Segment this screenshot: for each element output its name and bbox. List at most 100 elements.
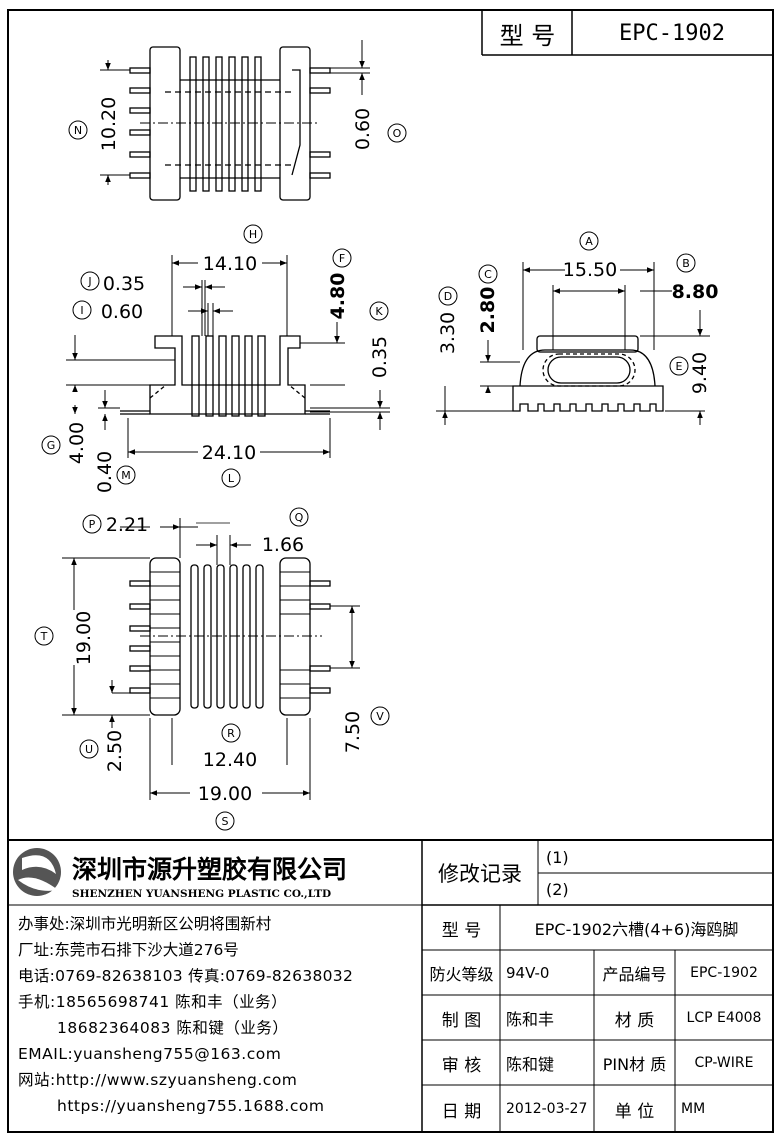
- dim-n: [68, 60, 130, 185]
- dim-q: [196, 507, 309, 565]
- dim-e: [665, 356, 705, 425]
- unit-label: 单 位: [614, 1101, 655, 1122]
- dim-c-value: 2.80: [477, 286, 499, 334]
- dim-d-letter: D: [443, 289, 453, 303]
- dim-f-value: 4.80: [327, 272, 349, 320]
- dim-r-letter: R: [227, 726, 235, 740]
- dim-i-value: 0.60: [100, 301, 144, 323]
- dim-k: [310, 301, 390, 430]
- unit-value: MM: [681, 1101, 706, 1117]
- email[interactable]: EMAIL:yuansheng755@163.com: [18, 1045, 282, 1063]
- dim-o-letter: O: [392, 126, 402, 140]
- dim-s: [149, 718, 311, 831]
- dim-p: [82, 514, 198, 558]
- checked-by-value: 陈和键: [506, 1055, 555, 1074]
- dim-a: [522, 231, 655, 350]
- company-name-en: SHENZHEN YUANSHENG PLASTIC CO.,LTD: [72, 888, 332, 900]
- dim-m-letter: M: [121, 468, 131, 482]
- dim-m-value: 0.40: [94, 450, 116, 494]
- dim-g-letter: G: [46, 438, 56, 452]
- dim-d: [436, 286, 513, 425]
- dim-t-letter: T: [40, 629, 48, 643]
- bottom-right-ribs: [280, 571, 310, 699]
- dim-d-value: 3.30: [437, 311, 459, 355]
- dim-f-letter: F: [338, 251, 346, 265]
- dim-l-value: 24.10: [201, 442, 257, 464]
- dim-h-letter: H: [248, 227, 258, 241]
- phone-fax: 电话:0769-82638103 传真:0769-82638032: [18, 967, 354, 985]
- drawn-by-label: 制 图: [441, 1010, 482, 1031]
- dim-v: [330, 605, 390, 726]
- dim-j-letter: J: [88, 274, 92, 288]
- dim-t-value: 19.00: [73, 610, 95, 666]
- material-label: 材 质: [614, 1010, 655, 1031]
- dim-e-value: 9.40: [689, 351, 711, 395]
- top-view: [129, 46, 331, 201]
- fire-rating-label: 防火等级: [429, 965, 494, 984]
- office-address: 办事处:深圳市光明新区公明将围新村: [18, 915, 272, 933]
- top-view-fins: [189, 56, 262, 192]
- dim-r: [171, 718, 288, 765]
- dim-u-letter: U: [84, 742, 94, 756]
- revision-2: (2): [546, 879, 569, 899]
- dim-o-value: 0.60: [352, 107, 374, 151]
- dim-l-letter: L: [227, 471, 235, 485]
- side-view: [512, 335, 664, 412]
- website[interactable]: 网站:http://www.szyuansheng.com: [18, 1071, 298, 1089]
- dim-k-letter: K: [375, 304, 383, 318]
- dim-o: [330, 40, 407, 143]
- website-2[interactable]: https://yuansheng755.1688.com: [57, 1097, 325, 1115]
- mobile-1: 手机:18565698741 陈和丰（业务）: [18, 993, 288, 1011]
- front-view-fins: [191, 335, 266, 417]
- dim-l: [127, 418, 331, 488]
- dim-m: [98, 390, 136, 485]
- bottom-view-pins-left: [129, 580, 151, 694]
- dim-a-letter: A: [585, 234, 593, 248]
- dim-j-value: 0.35: [102, 273, 146, 295]
- dim-u-value: 2.50: [104, 729, 126, 773]
- title-block-header: [481, 10, 773, 56]
- dim-t: [34, 557, 150, 716]
- side-window: [547, 356, 631, 384]
- dim-p-letter: P: [88, 517, 96, 531]
- pin-material-label: PIN材 质: [602, 1055, 667, 1074]
- dim-u: [79, 680, 130, 759]
- dim-k-value: 0.35: [369, 335, 391, 379]
- bottom-view-pins-right: [309, 580, 331, 694]
- checked-by-label: 审 核: [441, 1055, 482, 1076]
- dim-b-value: 8.80: [671, 281, 719, 303]
- dim-i: [72, 300, 233, 336]
- bottom-left-ribs: [150, 571, 180, 699]
- dim-p-value: 2.21: [105, 514, 149, 536]
- dim-f: [66, 248, 352, 361]
- date-value: 2012-03-27: [506, 1101, 588, 1117]
- date-label: 日 期: [441, 1101, 482, 1122]
- dim-e-letter: E: [675, 359, 683, 373]
- dim-a-value: 15.50: [562, 259, 618, 281]
- spec-model-label: 型 号: [441, 920, 482, 941]
- spec-model-value: EPC-1902六槽(4+6)海鸥脚: [534, 920, 739, 939]
- dim-r-value: 12.40: [202, 749, 258, 771]
- dim-g: [41, 384, 150, 455]
- front-view: [120, 335, 330, 417]
- company-logo: [13, 848, 61, 896]
- drawn-by-value: 陈和丰: [506, 1010, 555, 1029]
- product-number-label: 产品编号: [602, 965, 667, 984]
- header-model-value: EPC-1902: [619, 20, 725, 46]
- dim-s-value: 19.00: [197, 783, 253, 805]
- dim-b-letter: B: [682, 256, 690, 270]
- dim-g-value: 4.00: [66, 421, 88, 465]
- company-name-cn: 深圳市源升塑胶有限公司: [72, 855, 348, 884]
- mobile-2: 18682364083 陈和键（业务）: [57, 1019, 289, 1037]
- fire-rating-value: 94V-0: [506, 964, 550, 982]
- dim-s-letter: S: [221, 814, 229, 828]
- title-block: [8, 839, 773, 1132]
- revision-label: 修改记录: [438, 861, 522, 886]
- header-model-label: 型 号: [499, 21, 556, 50]
- dim-v-letter: V: [376, 709, 384, 723]
- pin-material-value: CP-WIRE: [694, 1055, 754, 1071]
- dim-q-letter: Q: [294, 510, 304, 524]
- dim-b: [552, 253, 710, 350]
- factory-address: 厂址:东莞市石排下沙大道276号: [18, 941, 239, 959]
